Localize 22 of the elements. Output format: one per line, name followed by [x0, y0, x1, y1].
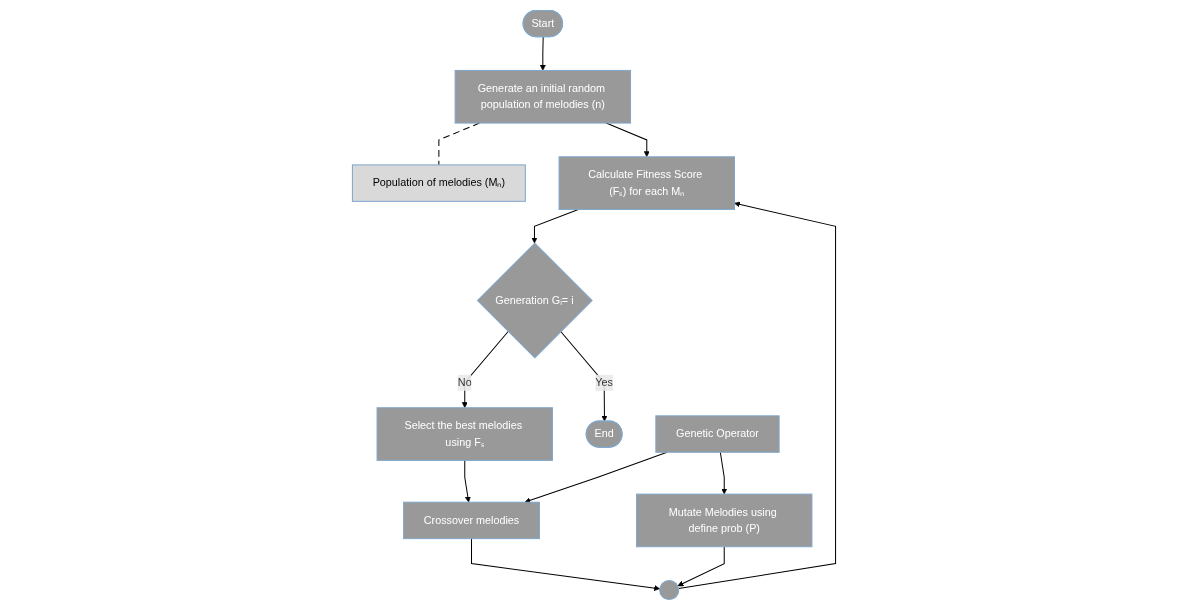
arrow — [471, 537, 660, 591]
node-box: Mutate Melodies using define prob (P) — [636, 493, 813, 547]
arrow — [678, 201, 837, 589]
node-box: Calculate Fitness Score (Fₛ) for each Mₙ — [558, 155, 735, 210]
arrow — [677, 545, 725, 586]
node-diamond: Generation Gᵢ= i — [476, 241, 593, 359]
node-circle — [659, 579, 680, 600]
node-box: Crossover melodies — [403, 501, 540, 539]
node-box: Genetic Operator — [655, 414, 780, 453]
edge-label: Yes — [595, 376, 613, 388]
arrow — [531, 208, 579, 243]
edge-label: No — [457, 376, 472, 388]
node-box: Generate an initial random population of melodies (n) — [454, 69, 632, 124]
node-box: Population of melodies (Mₙ) — [351, 163, 526, 202]
node-box: Select the best melodies using Fₛ — [376, 406, 553, 461]
arrow — [464, 459, 471, 502]
arrow — [524, 451, 668, 503]
arrow — [605, 122, 650, 157]
arrow — [719, 451, 728, 494]
arrow — [539, 36, 546, 71]
arrow — [461, 330, 509, 408]
connector — [438, 122, 480, 165]
